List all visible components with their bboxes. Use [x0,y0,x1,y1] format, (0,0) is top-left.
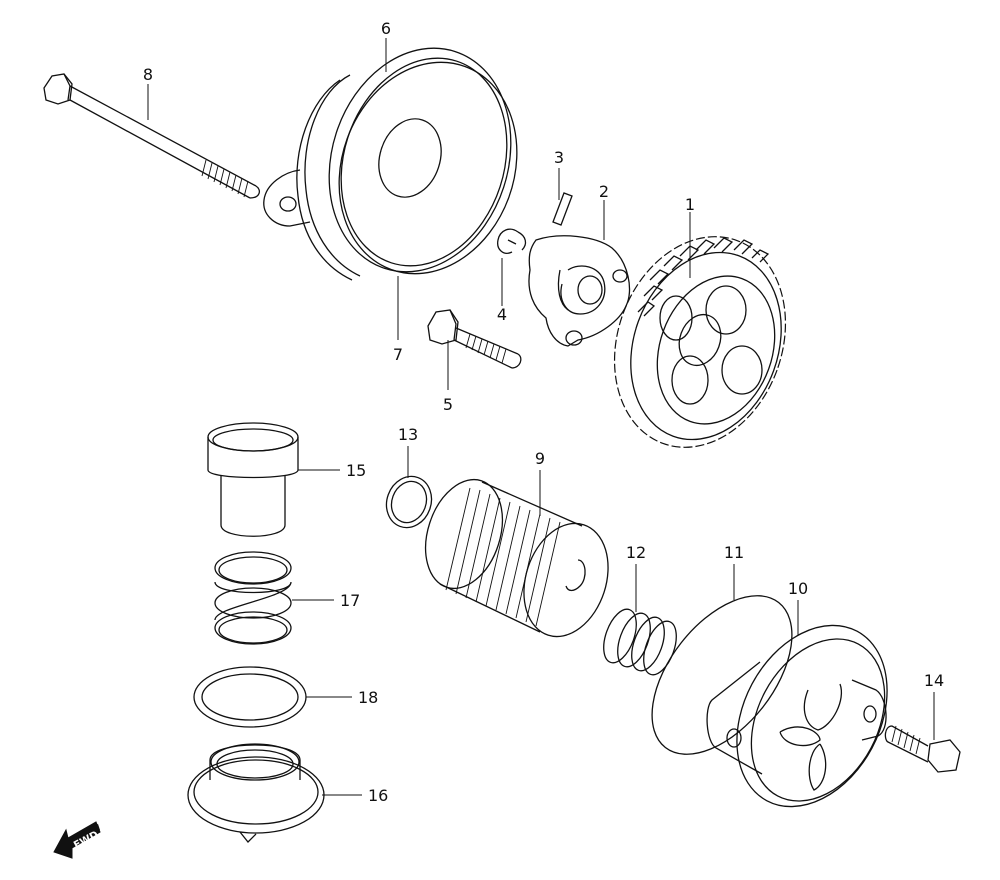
label-3: 3 [554,148,564,167]
label-2: 2 [599,182,609,201]
fwd-badge: FWD [53,821,101,859]
label-18: 18 [358,688,378,707]
label-5: 5 [443,395,453,414]
part-9-oil-filter[interactable] [412,470,622,648]
part-14-bolt[interactable] [884,725,961,773]
label-6: 6 [381,19,391,38]
part-7-gasket[interactable] [310,37,546,299]
part-6-pump-cover[interactable] [263,24,539,295]
part-16-drain-plug[interactable] [187,743,325,843]
part-15-strainer-cap[interactable] [207,422,299,537]
label-10: 10 [788,579,808,598]
part-1-drive-gear[interactable] [586,212,814,471]
part-11-o-ring[interactable] [624,570,819,779]
label-1: 1 [685,195,695,214]
label-4: 4 [497,305,507,324]
label-13: 13 [398,425,418,444]
label-14: 14 [924,671,944,690]
part-12-spring[interactable] [597,605,682,679]
part-10-filter-cap[interactable] [706,599,917,832]
part-13-o-ring[interactable] [379,470,438,534]
label-15: 15 [346,461,366,480]
part-4-e-ring[interactable] [497,228,527,254]
label-17: 17 [340,591,360,610]
part-5-bolt[interactable] [427,309,522,369]
part-labels: 1 2 3 4 5 6 7 8 9 10 11 12 13 14 15 16 1… [143,19,944,805]
label-9: 9 [535,449,545,468]
label-11: 11 [724,543,744,562]
label-7: 7 [393,345,403,364]
part-8-long-bolt[interactable] [43,73,261,199]
part-3-pin[interactable] [552,192,573,226]
part-18-o-ring[interactable] [193,666,307,728]
part-2-oil-pump[interactable] [528,235,631,347]
label-12: 12 [626,543,646,562]
leader-lines [147,38,935,796]
label-8: 8 [143,65,153,84]
part-17-spring[interactable] [214,551,292,645]
label-16: 16 [368,786,388,805]
